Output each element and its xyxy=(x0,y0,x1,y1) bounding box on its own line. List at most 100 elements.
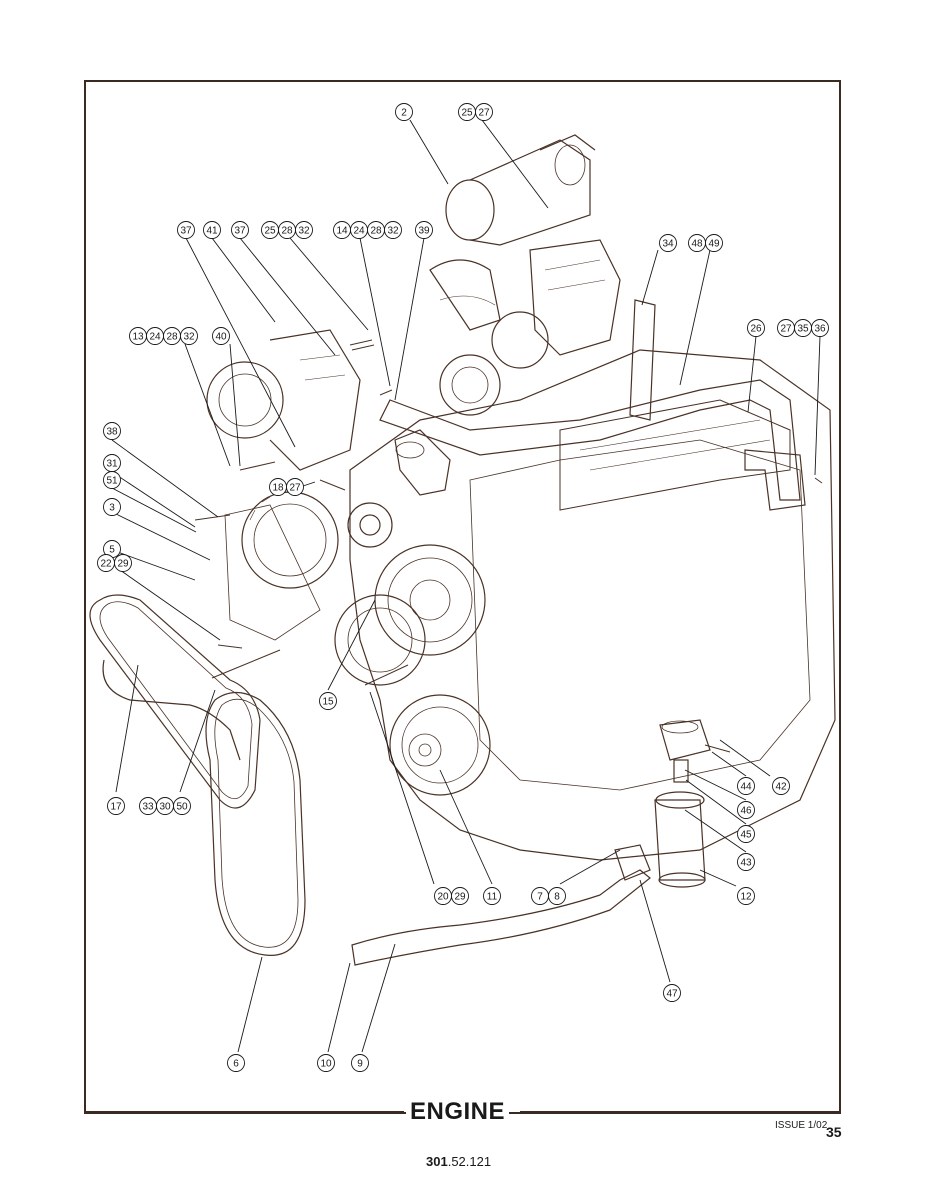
callout-22-29: 22 29 xyxy=(97,554,132,572)
callout-number: 51 xyxy=(106,476,118,487)
callout-40: 40 xyxy=(212,327,230,345)
callout-15: 15 xyxy=(319,692,337,710)
callout-51: 51 xyxy=(103,471,121,489)
callout-number: 39 xyxy=(418,226,430,237)
callout-circle xyxy=(203,221,221,239)
callout-3: 3 xyxy=(103,498,121,516)
callout-37b: 37 xyxy=(231,221,249,239)
callout-number: 48 xyxy=(691,239,703,250)
callout-11: 11 xyxy=(483,887,501,905)
callout-circle xyxy=(231,221,249,239)
callout-46: 46 xyxy=(737,801,755,819)
fuel-pump xyxy=(529,239,621,356)
callout-number: 24 xyxy=(149,332,161,343)
callout-37a: 37 xyxy=(177,221,195,239)
fan-pulley xyxy=(374,544,486,656)
callout-circle xyxy=(395,103,413,121)
callout-number: 27 xyxy=(780,324,792,335)
callout-number: 6 xyxy=(233,1059,239,1070)
callout-number: 13 xyxy=(132,332,144,343)
part-number: 301.52.121 xyxy=(426,1154,491,1169)
callout-circle xyxy=(705,234,723,252)
callout-6: 6 xyxy=(227,1054,245,1072)
callout-number: 11 xyxy=(487,892,498,903)
callout-circle xyxy=(772,777,790,795)
callout-number: 42 xyxy=(775,782,787,793)
page-number: 35 xyxy=(826,1124,842,1140)
callout-circle xyxy=(103,471,121,489)
callout-number: 15 xyxy=(322,697,334,708)
callout-circle xyxy=(107,797,125,815)
leader-lines xyxy=(111,119,821,1053)
callout-number: 28 xyxy=(281,226,293,237)
callout-number: 34 xyxy=(662,239,674,250)
callout-number: 2 xyxy=(401,108,407,119)
callout-number: 27 xyxy=(478,108,490,119)
callout-circle xyxy=(415,221,433,239)
bolts xyxy=(194,339,823,753)
callout-number: 36 xyxy=(814,324,826,335)
callout-circle xyxy=(737,801,755,819)
callout-circle xyxy=(475,103,493,121)
callout-circle xyxy=(177,221,195,239)
callout-number: 25 xyxy=(461,108,473,119)
callout-circle xyxy=(384,221,402,239)
callout-number: 50 xyxy=(176,802,188,813)
callout-circle xyxy=(811,319,829,337)
callout-number: 31 xyxy=(106,459,118,470)
callout-45: 45 xyxy=(737,825,755,843)
callout-number: 26 xyxy=(750,324,762,335)
thermostat-housing xyxy=(394,429,451,496)
callout-number: 25 xyxy=(264,226,276,237)
callout-circle xyxy=(114,554,132,572)
callout-number: 32 xyxy=(298,226,310,237)
callout-number: 18 xyxy=(272,483,284,494)
callout-number: 14 xyxy=(336,226,348,237)
callout-circle xyxy=(173,797,191,815)
drain-hose xyxy=(351,869,651,966)
engine-illustration xyxy=(89,134,836,966)
callout-number: 37 xyxy=(180,226,192,237)
callout-31: 31 xyxy=(103,454,121,472)
callout-25-27: 25 27 xyxy=(458,103,493,121)
callout-circle xyxy=(317,1054,335,1072)
callout-47: 47 xyxy=(663,984,681,1002)
callout-number: 9 xyxy=(357,1059,363,1070)
callout-circle xyxy=(663,984,681,1002)
alternator xyxy=(224,491,339,641)
callout-number: 24 xyxy=(353,226,365,237)
oil-filter xyxy=(654,719,711,888)
callout-39: 39 xyxy=(415,221,433,239)
callout-12: 12 xyxy=(737,887,755,905)
callout-44: 44 xyxy=(737,777,755,795)
callout-number: 32 xyxy=(387,226,399,237)
callout-number: 27 xyxy=(289,483,301,494)
callout-circle xyxy=(483,887,501,905)
part-number-rest: .52.121 xyxy=(447,1154,492,1169)
callout-number: 28 xyxy=(370,226,382,237)
callout-number: 29 xyxy=(117,559,129,570)
part-number-bold: 301 xyxy=(426,1154,448,1169)
callout-number: 44 xyxy=(740,782,752,793)
callout-number: 45 xyxy=(740,830,752,841)
callout-25-28-32: 25 28 32 xyxy=(261,221,313,239)
callout-number: 5 xyxy=(109,545,115,556)
callout-circle xyxy=(103,422,121,440)
callout-number: 22 xyxy=(100,559,112,570)
vibration-damper xyxy=(389,694,491,796)
callout-number: 33 xyxy=(142,802,154,813)
title-wrap: ENGINE xyxy=(406,1098,510,1126)
drive-belts xyxy=(89,594,306,956)
callout-number: 20 xyxy=(437,892,449,903)
dipstick-tube xyxy=(629,299,656,421)
callout-number: 32 xyxy=(183,332,195,343)
callout-number: 12 xyxy=(740,892,752,903)
callout-circle xyxy=(737,825,755,843)
callout-26: 26 xyxy=(747,319,765,337)
